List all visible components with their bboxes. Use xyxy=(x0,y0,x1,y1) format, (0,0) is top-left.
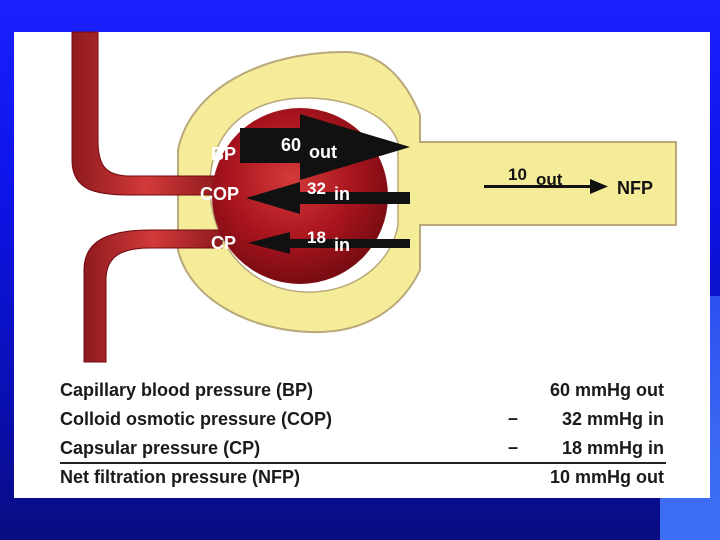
nfp-direction: out xyxy=(536,170,563,189)
row-name: Colloid osmotic pressure (COP) xyxy=(60,409,333,429)
cop-value: 32 xyxy=(307,179,326,198)
cop-direction: in xyxy=(334,184,350,204)
bp-value: 60 xyxy=(281,135,301,155)
row-value: 32 mmHg in xyxy=(561,409,664,429)
cop-arrow xyxy=(246,182,410,214)
row-name: Capillary blood pressure (BP) xyxy=(60,380,314,400)
row-name: Capsular pressure (CP) xyxy=(60,438,261,458)
row-name: Net filtration pressure (NFP) xyxy=(60,467,301,487)
bp-direction: out xyxy=(309,142,337,162)
cp-arrow xyxy=(248,232,410,254)
row-value: 10 mmHg out xyxy=(549,467,664,487)
table-row: Capillary blood pressure (BP) 60 mmHg ou… xyxy=(60,378,666,407)
sum-divider-line xyxy=(60,462,666,464)
nfp-arrow xyxy=(484,179,608,194)
table-row: Colloid osmotic pressure (COP) – 32 mmHg… xyxy=(60,407,666,436)
cp-direction: in xyxy=(334,235,350,255)
bp-arrow xyxy=(240,114,410,180)
cp-value: 18 xyxy=(307,228,326,247)
table-row: Capsular pressure (CP) – 18 mmHg in xyxy=(60,436,666,465)
cop-label: COP xyxy=(200,184,239,204)
table-row: Net filtration pressure (NFP) 10 mmHg ou… xyxy=(60,465,666,494)
row-sign: – xyxy=(508,437,519,457)
bp-label: BP xyxy=(211,144,236,164)
nfp-value: 10 xyxy=(508,165,527,184)
pressure-table: Capillary blood pressure (BP) 60 mmHg ou… xyxy=(60,378,666,494)
cp-label: CP xyxy=(211,233,236,253)
nfp-label: NFP xyxy=(617,178,653,198)
row-value: 18 mmHg in xyxy=(561,438,664,458)
row-value: 60 mmHg out xyxy=(549,380,664,400)
row-sign: – xyxy=(508,408,519,428)
blood-vessel xyxy=(71,31,223,363)
